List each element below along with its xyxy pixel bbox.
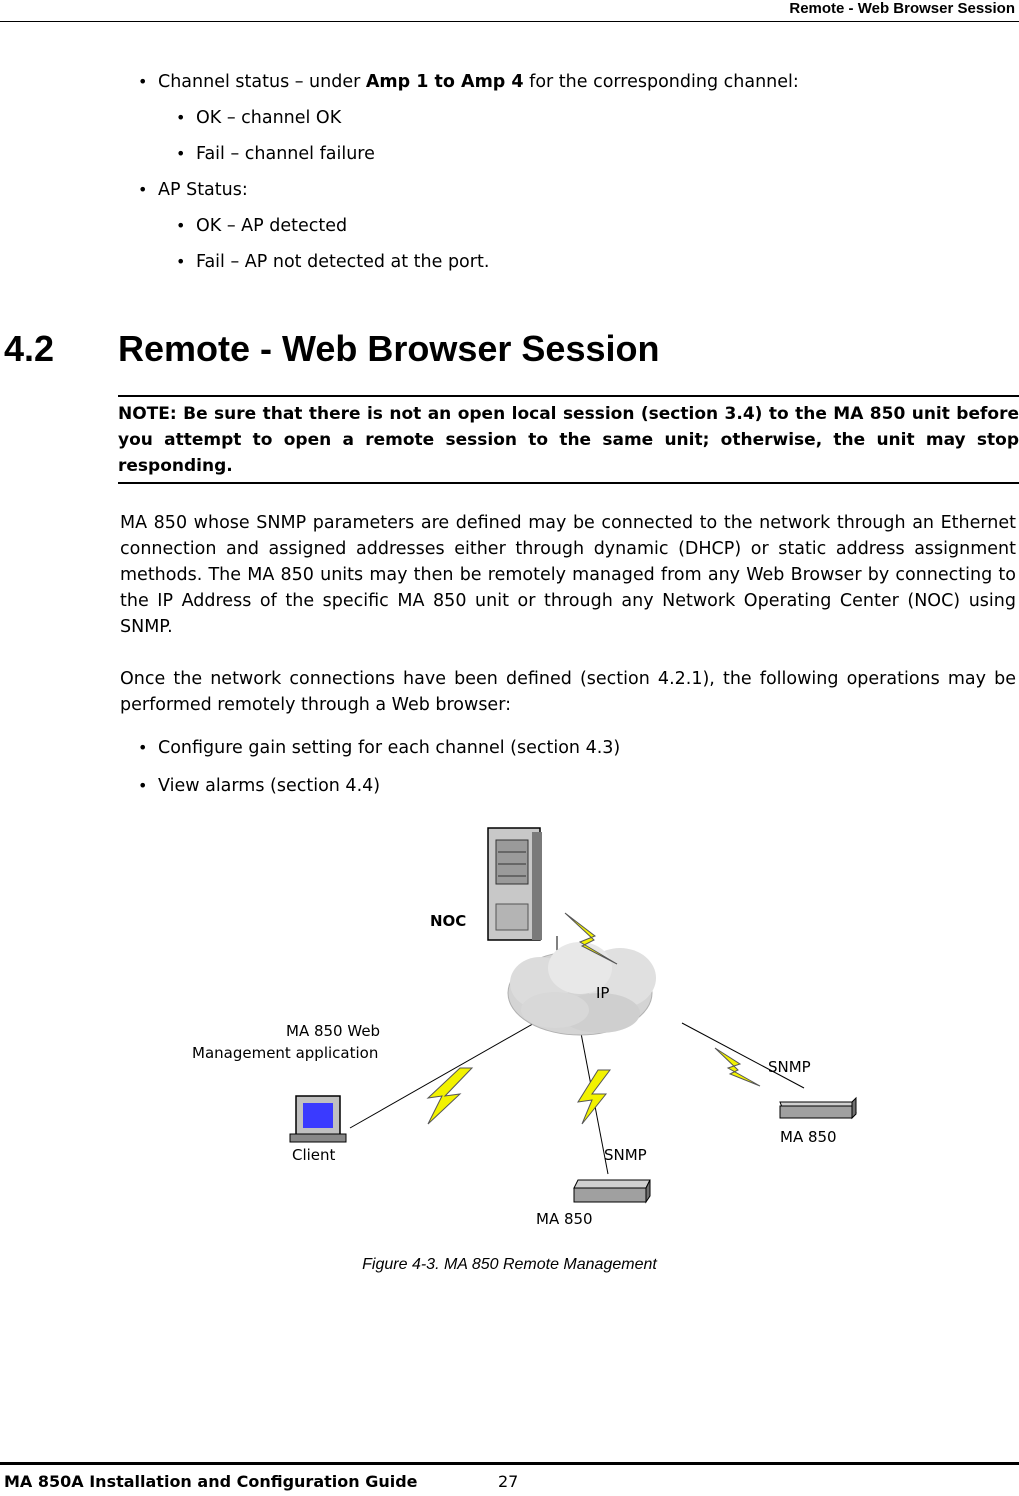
section-number: 4.2 [4,328,55,369]
body-paragraph: Once the network connections have been d… [120,669,1016,715]
note-box: NOTE: Be sure that there is not an open … [118,395,1019,484]
network-diagram-graphic [289,827,857,1204]
ip-label: IP [596,984,610,1002]
ma850-label-bottom: MA 850 [536,1210,593,1228]
list-item: AP Status: [138,178,1008,202]
noc-label: NOC [430,912,467,930]
client-computer-icon [289,1095,347,1143]
snmp-label-bottom: SNMP [604,1146,647,1164]
noc-server-icon [487,827,542,941]
footer-rule [0,1462,1019,1465]
list-item: Fail – channel failure [176,142,1008,166]
list-item: Channel status – under Amp 1 to Amp 4 fo… [138,70,1008,94]
section-title: Remote - Web Browser Session [118,328,660,369]
web-app-label-line2: Management application [192,1044,379,1062]
page-footer: MA 850A Installation and Configuration G… [4,1472,518,1491]
network-diagram: NOC IP MA 850 Web Management application… [180,818,870,1232]
operations-list: Configure gain setting for each channel … [138,736,1008,812]
ma850-label-right: MA 850 [780,1128,837,1146]
client-label: Client [292,1146,336,1164]
snmp-label-right: SNMP [768,1058,811,1076]
running-header: Remote - Web Browser Session [0,0,1019,22]
lightning-bolt-icon [426,1067,474,1125]
list-item: OK – AP detected [176,214,1008,238]
status-list: Channel status – under Amp 1 to Amp 4 fo… [138,70,1008,286]
lightning-bolt-icon [577,1069,611,1125]
page-number: 27 [498,1472,519,1491]
ma850-unit-icon-right [779,1096,857,1120]
lightning-bolt-icon [564,912,618,965]
link-right-unit-cloud [681,1022,805,1089]
ip-cloud-icon [507,942,656,1036]
figure-caption: Figure 4-3. MA 850 Remote Management [362,1256,657,1273]
section-heading: 4.2 Remote - Web Browser Session [4,328,659,370]
list-item: Configure gain setting for each channel … [138,736,1008,760]
ma850-unit-icon-bottom [573,1179,651,1204]
list-item: View alarms (section 4.4) [138,774,1008,798]
lightning-bolt-icon [714,1047,761,1087]
footer-guide-title: MA 850A Installation and Configuration G… [4,1472,418,1491]
list-item: Fail – AP not detected at the port. [176,250,1008,274]
link-client-cloud [349,1012,553,1129]
web-app-label-line1: MA 850 Web [286,1022,381,1040]
body-paragraph: MA 850 whose SNMP parameters are defined… [120,513,1016,637]
list-item: OK – channel OK [176,106,1008,130]
